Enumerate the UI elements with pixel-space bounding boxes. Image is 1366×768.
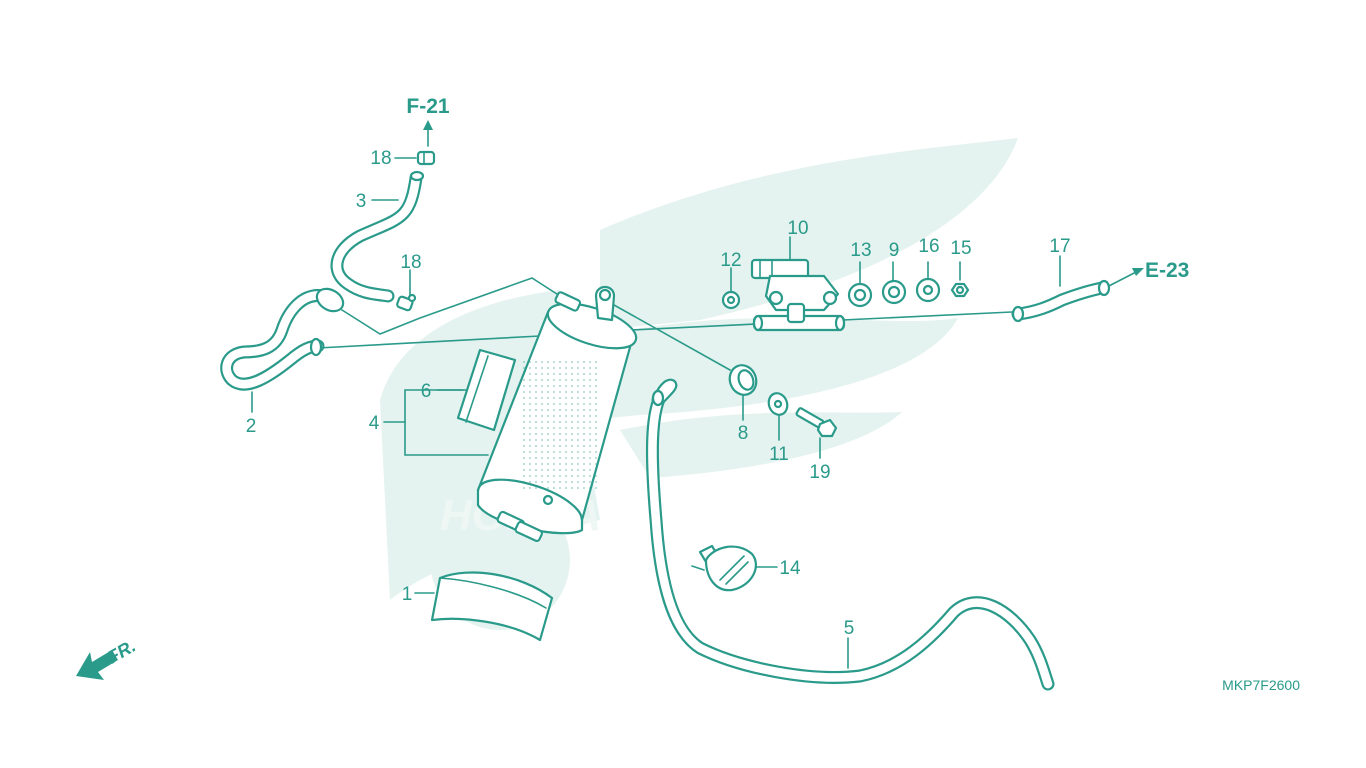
pad-6 (456, 348, 517, 432)
arrow-to-e23 (1132, 268, 1144, 276)
collar-9 (881, 279, 907, 305)
callout-9: 9 (889, 240, 900, 261)
callout-16: 16 (918, 236, 939, 257)
canister-4 (476, 285, 638, 543)
bolt-19 (795, 407, 838, 438)
front-direction-arrow: FR. (76, 636, 139, 680)
callout-4: 4 (369, 413, 380, 434)
band-1 (430, 571, 554, 642)
callout-10: 10 (787, 218, 808, 239)
grommet-13 (847, 282, 873, 308)
callout-17: 17 (1049, 236, 1070, 257)
hose-5 (645, 378, 1055, 691)
callout-18-top: 18 (370, 148, 391, 169)
clamp-14 (691, 544, 758, 592)
callout-13: 13 (850, 240, 871, 261)
callout-19: 19 (809, 462, 830, 483)
hose-2 (220, 287, 345, 391)
reference-f21[interactable]: F-21 (406, 95, 450, 118)
callout-11: 11 (769, 444, 789, 465)
diagram-code: MKP7F2600 (1222, 677, 1300, 693)
callout-8: 8 (738, 423, 749, 444)
grommet-8 (728, 364, 758, 396)
washer-16 (915, 277, 941, 303)
callout-3: 3 (356, 191, 367, 212)
callout-18-lower: 18 (400, 252, 421, 273)
clip-18-top (416, 150, 436, 166)
callout-12: 12 (720, 250, 741, 271)
hose-17 (1011, 279, 1111, 323)
reference-e23[interactable]: E-23 (1145, 259, 1189, 282)
clip-18-lower (396, 293, 417, 312)
callout-1: 1 (402, 584, 413, 605)
callout-2: 2 (246, 416, 257, 437)
purge-valve-10 (750, 258, 840, 312)
nut-12 (721, 290, 741, 310)
arrow-to-f21 (423, 120, 433, 147)
callout-14: 14 (779, 558, 801, 579)
callout-6: 6 (421, 381, 432, 402)
nut-15 (950, 282, 970, 298)
t-joint (752, 302, 846, 332)
collar-11 (767, 392, 789, 416)
callout-15: 15 (950, 238, 971, 259)
hose-3 (330, 170, 425, 303)
callout-5: 5 (844, 618, 855, 639)
